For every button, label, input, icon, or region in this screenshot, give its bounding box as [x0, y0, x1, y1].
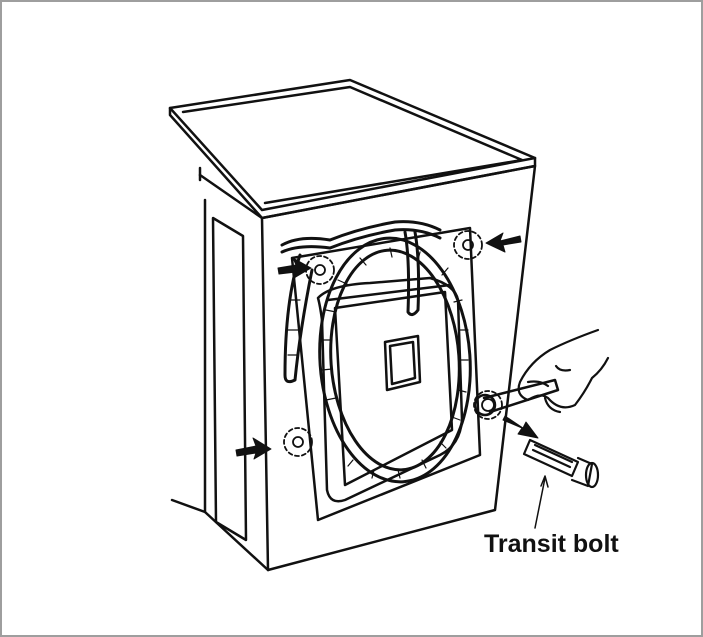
arrow-bottom-left	[235, 437, 272, 460]
arrow-right-lower	[502, 415, 539, 439]
machine-top-lid	[168, 78, 537, 220]
removed-transit-bolt	[522, 438, 600, 489]
transit-bolt-label: Transit bolt	[484, 530, 619, 558]
direction-arrows	[235, 232, 539, 460]
callout-pointer	[534, 475, 549, 529]
machine-body	[170, 164, 537, 572]
rear-inspection-window	[383, 334, 422, 392]
hand-icon	[517, 328, 610, 414]
arrow-top-left	[277, 257, 312, 279]
drain-hose	[280, 220, 472, 484]
arrow-top-right	[485, 232, 522, 253]
hose-ribbing	[287, 247, 469, 479]
